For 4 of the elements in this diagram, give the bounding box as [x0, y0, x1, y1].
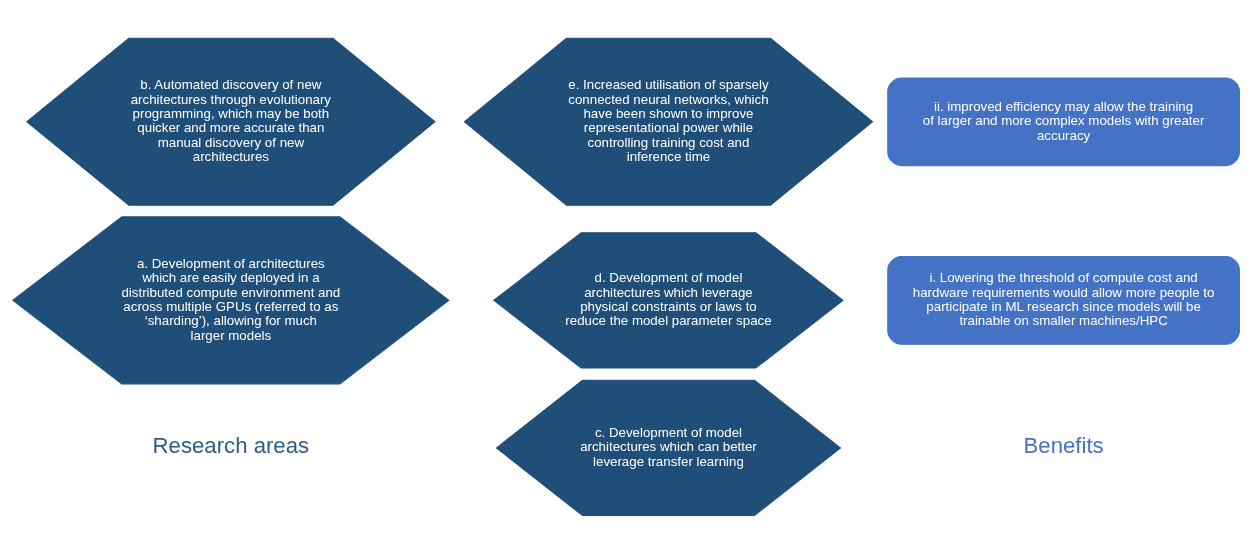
node-box: i. Lowering the threshold of compute cost and hardware requirements would allow more people to participate in ML research since models will be trainable on smaller machines/HPC	[887, 255, 1240, 345]
label: Benefits	[1023, 432, 1104, 458]
node-box: ii. improved efficiency may allow the training of larger and more complex models with greater accuracy	[887, 76, 1240, 166]
label: Research areas	[152, 432, 310, 458]
